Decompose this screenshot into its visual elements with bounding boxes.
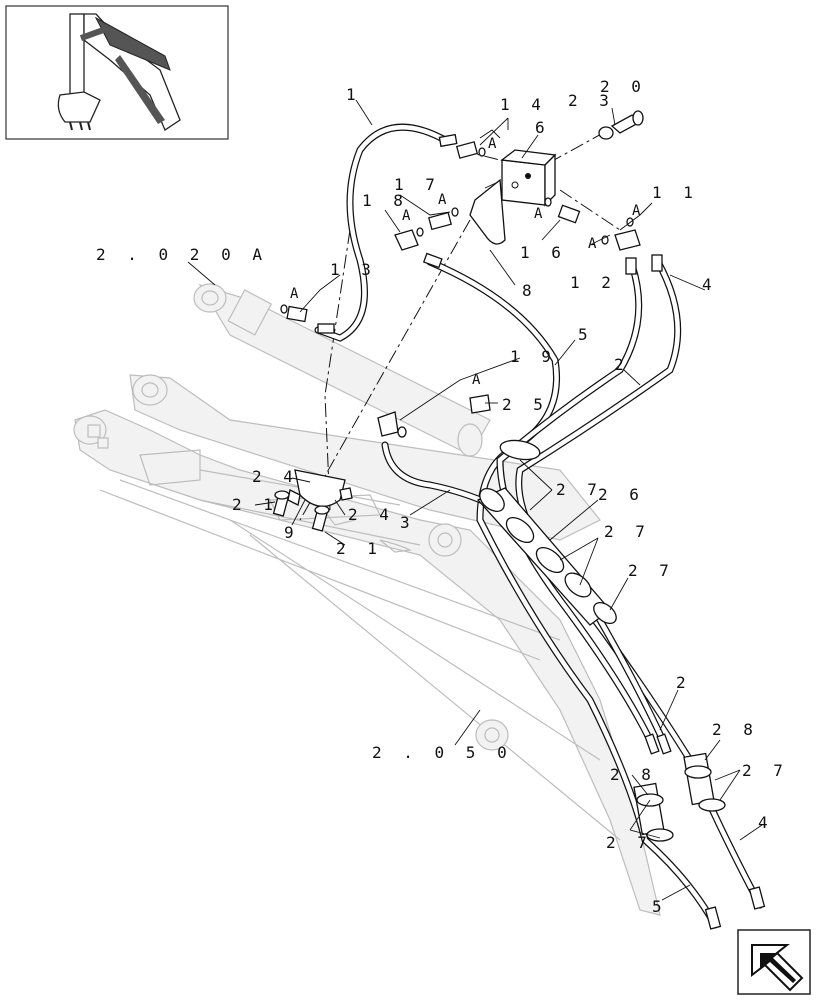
callout-25: 2 5 bbox=[502, 395, 549, 414]
callout-9: 9 bbox=[284, 523, 300, 542]
callout-2-top: 2 bbox=[614, 355, 630, 374]
callout-4-bottom: 4 bbox=[758, 813, 774, 832]
a-marker: A bbox=[534, 206, 548, 222]
callout-3: 3 bbox=[400, 513, 416, 532]
callout-16: 1 6 bbox=[520, 243, 567, 262]
callout-14: 1 4 bbox=[500, 95, 547, 114]
callout-28-right: 2 8 bbox=[712, 720, 759, 739]
lower-sleeves bbox=[633, 733, 726, 842]
a-marker: A bbox=[632, 203, 646, 219]
fittings bbox=[272, 110, 766, 930]
leader-lines bbox=[187, 99, 763, 901]
hose-sleeve bbox=[476, 439, 617, 626]
thumbnail-panel[interactable] bbox=[5, 5, 229, 140]
callout-23: 2 3 bbox=[568, 91, 615, 110]
callout-13: 1 3 bbox=[330, 260, 377, 279]
excavator-arm-icon bbox=[57, 13, 181, 131]
callout-27-b: 2 7 bbox=[604, 522, 651, 541]
callout-27-c: 2 7 bbox=[628, 561, 675, 580]
a-marker: A bbox=[438, 192, 452, 208]
callout-labels: 1 1 4 2 3 2 0 6 1 7 1 8 1 1 1 6 1 2 4 1 … bbox=[232, 77, 789, 916]
callout-12: 1 2 bbox=[570, 273, 617, 292]
callout-20: 2 0 bbox=[600, 77, 647, 96]
cylinder-reference: 2 . 0 2 0 A bbox=[96, 245, 268, 264]
callout-21-left: 2 1 bbox=[232, 495, 279, 514]
callout-1: 1 bbox=[346, 85, 362, 104]
callout-8: 8 bbox=[522, 281, 538, 300]
boom-reference: 2 . 0 5 0 bbox=[372, 743, 513, 762]
next-page-button[interactable] bbox=[737, 929, 811, 995]
a-markers: A A A A A A A A bbox=[290, 136, 646, 388]
callout-26: 2 6 bbox=[598, 485, 645, 504]
callout-5-bottom: 5 bbox=[652, 897, 668, 916]
callout-24-left: 2 4 bbox=[252, 467, 299, 486]
callout-4-top: 4 bbox=[702, 275, 718, 294]
reference-labels: 2 . 0 2 0 A 2 . 0 5 0 bbox=[96, 245, 513, 762]
callout-21-right: 2 1 bbox=[336, 539, 383, 558]
callout-11: 1 1 bbox=[652, 183, 699, 202]
a-marker: A bbox=[472, 372, 486, 388]
ghost-boom bbox=[73, 374, 661, 916]
callout-17: 1 7 bbox=[394, 175, 441, 194]
a-marker: A bbox=[488, 136, 502, 152]
a-marker: A bbox=[402, 208, 416, 224]
a-marker: A bbox=[290, 286, 304, 302]
callout-27-a: 2 7 bbox=[556, 480, 603, 499]
next-page-arrow-icon bbox=[751, 944, 804, 992]
callout-27-d: 2 7 bbox=[742, 761, 789, 780]
callout-19: 1 9 bbox=[510, 347, 557, 366]
callout-6: 6 bbox=[535, 118, 551, 137]
ghost-cylinder bbox=[193, 283, 491, 457]
callout-5-top: 5 bbox=[578, 325, 594, 344]
callout-27-e: 2 7 bbox=[606, 833, 653, 852]
callout-24-right: 2 4 bbox=[348, 505, 395, 524]
a-marker: A bbox=[588, 236, 602, 252]
callout-18: 1 8 bbox=[362, 191, 409, 210]
callout-28-left: 2 8 bbox=[610, 765, 657, 784]
callout-2-bottom: 2 bbox=[676, 673, 692, 692]
